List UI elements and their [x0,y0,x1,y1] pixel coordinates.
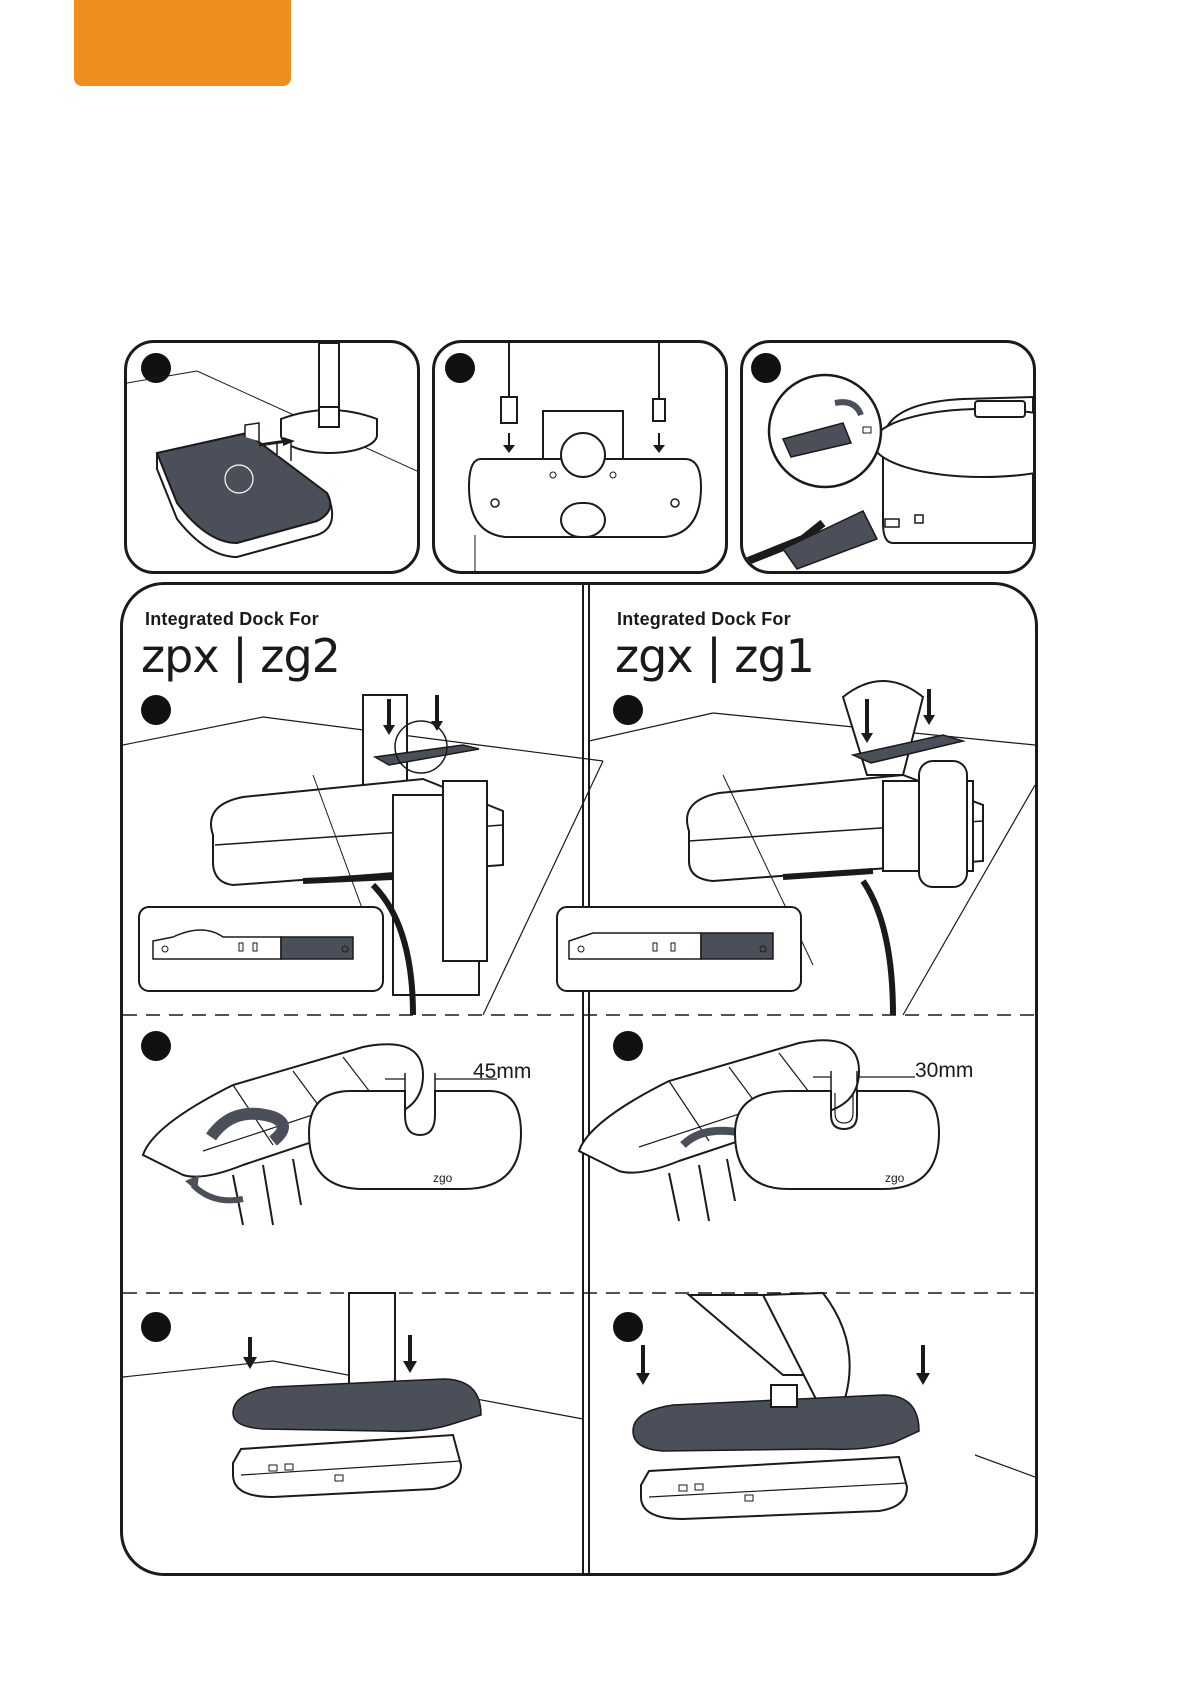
step-number-marker [141,1312,171,1342]
step-number-marker [141,1031,171,1061]
left-column-models: zpx | zg2 [141,633,340,679]
installation-comparison-panel: Integrated Dock For zpx | zg2 45mm zgo I… [120,582,1038,1576]
dock-to-base-illustration [127,343,417,571]
step-panel-connect-dock [124,340,420,574]
right-column-models: zgx | zg1 [615,633,814,679]
left-column-heading: Integrated Dock For [145,609,319,630]
installation-steps-illustration [123,585,1035,1573]
mini-pc-connection-illustration [743,343,1033,571]
orange-page-tab [74,0,291,86]
step-panel-connect-computer [740,340,1036,574]
right-brand-mark: zgo [885,1171,904,1185]
step-number-marker [613,695,643,725]
right-cutout-dimension: 30mm [915,1059,973,1083]
step-number-marker [613,1031,643,1061]
left-brand-mark: zgo [433,1171,452,1185]
right-column-heading: Integrated Dock For [617,609,791,630]
left-cutout-dimension: 45mm [473,1060,531,1084]
step-number-marker [613,1312,643,1342]
step-panel-plug-cables [432,340,728,574]
cable-plug-illustration [435,343,725,571]
step-number-marker [141,695,171,725]
